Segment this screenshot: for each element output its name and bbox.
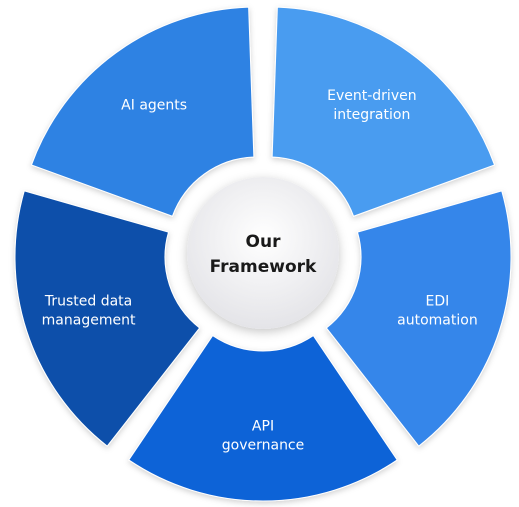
segment-event-driven-integration: Event-driven integration (271, 6, 496, 217)
segment-label-trusted-data-management-line1: Trusted data (44, 294, 132, 310)
segment-edi-automation: EDI automation (325, 190, 512, 447)
center-title-line2: Framework (210, 257, 317, 277)
segment-shape-trusted-data-management (14, 190, 201, 447)
center-title-line1: Our (246, 232, 282, 252)
segment-label-edi-automation-line1: EDI (426, 294, 450, 310)
segment-shape-event-driven-integration (271, 6, 496, 217)
segment-label-event-driven-integration-line2: integration (333, 107, 410, 123)
center-hub: Our Framework (187, 177, 339, 329)
center-circle (187, 177, 339, 329)
segment-shape-api-governance (128, 335, 398, 502)
segment-label-event-driven-integration-line1: Event-driven (327, 88, 416, 104)
segment-label-trusted-data-management-line2: management (42, 313, 136, 329)
segment-api-governance: API governance (128, 335, 398, 502)
segment-label-api-governance-line2: governance (222, 438, 305, 454)
segment-ai-agents: AI agents (30, 6, 255, 217)
segment-shape-edi-automation (325, 190, 512, 447)
segment-label-edi-automation-line2: automation (397, 313, 478, 329)
segment-shape-ai-agents (30, 6, 255, 217)
segment-trusted-data-management: Trusted data management (14, 190, 201, 447)
segment-label-ai-agents-line1: AI agents (121, 97, 187, 113)
segment-label-api-governance-line1: API (252, 419, 274, 435)
